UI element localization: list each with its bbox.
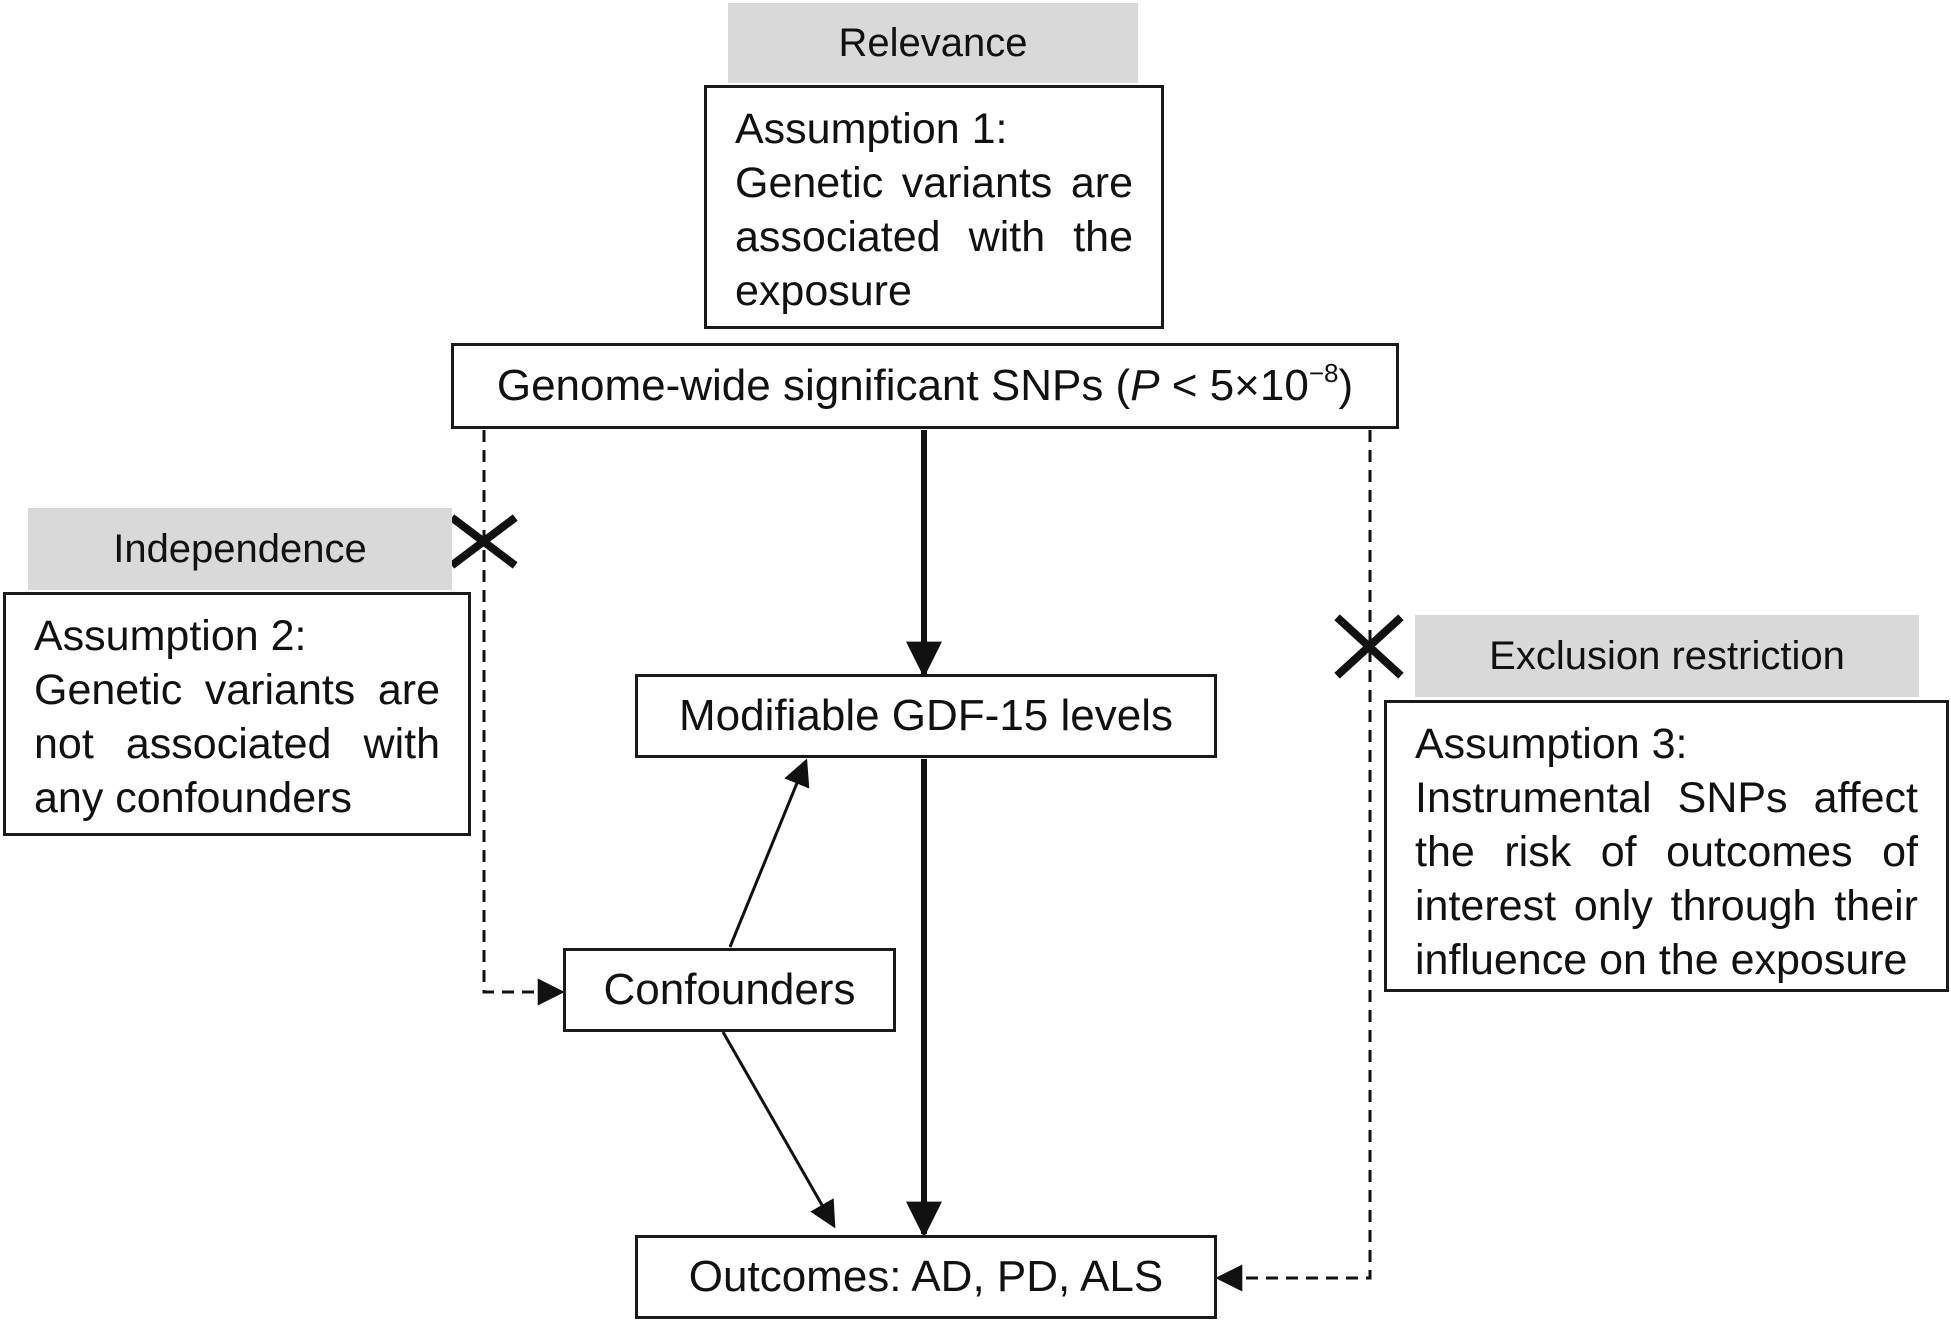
snps-label-prefix: Genome-wide significant SNPs (	[496, 361, 1131, 410]
snps-p-symbol: P	[1130, 361, 1160, 410]
outcomes-box: Outcomes: AD, PD, ALS	[635, 1235, 1217, 1319]
assumption-3-title: Assumption 3:	[1415, 720, 1688, 768]
assumption-3-body: Instrumental SNPs affect the risk of out…	[1415, 774, 1918, 984]
exposure-box: Modifiable GDF-15 levels	[635, 674, 1217, 758]
independence-header-label: Independence	[113, 526, 367, 571]
snps-label-mid: < 5×10	[1159, 361, 1309, 410]
cross-mark-icon-exclusion	[1334, 614, 1404, 679]
arrow-confounders-to-outcomes	[721, 1031, 836, 1229]
assumption-2-body: Genetic variants are not associated with…	[34, 666, 440, 822]
dashed-path-snps-to-confounders	[482, 430, 565, 1006]
assumption-1-box: Assumption 1: Genetic variants are assoc…	[704, 85, 1164, 329]
snps-label-suffix: )	[1338, 361, 1354, 410]
dashed-path-snps-to-outcomes	[1215, 430, 1372, 1292]
exclusion-header: Exclusion restriction	[1415, 615, 1919, 697]
relevance-header-label: Relevance	[838, 20, 1028, 65]
snps-box: Genome-wide significant SNPs (P < 5×10−8…	[451, 343, 1399, 429]
snps-label: Genome-wide significant SNPs (P < 5×10−8…	[496, 358, 1354, 411]
confounders-box: Confounders	[563, 948, 896, 1032]
cross-mark-icon-independence	[449, 514, 518, 569]
assumption-2-title: Assumption 2:	[34, 612, 307, 660]
snps-exponent: −8	[1308, 358, 1339, 388]
confounders-label: Confounders	[603, 965, 856, 1014]
assumption-1-title: Assumption 1:	[735, 105, 1008, 153]
assumption-3-box: Assumption 3: Instrumental SNPs affect t…	[1384, 700, 1949, 992]
outcomes-label: Outcomes: AD, PD, ALS	[688, 1252, 1164, 1301]
assumption-1-body: Genetic variants are associated with the…	[735, 159, 1133, 315]
exposure-label: Modifiable GDF-15 levels	[679, 691, 1173, 740]
exclusion-header-label: Exclusion restriction	[1489, 633, 1845, 678]
relevance-header: Relevance	[728, 3, 1138, 83]
arrow-confounders-to-exposure	[728, 758, 810, 948]
independence-header: Independence	[28, 508, 452, 590]
assumption-2-box: Assumption 2: Genetic variants are not a…	[3, 592, 471, 836]
